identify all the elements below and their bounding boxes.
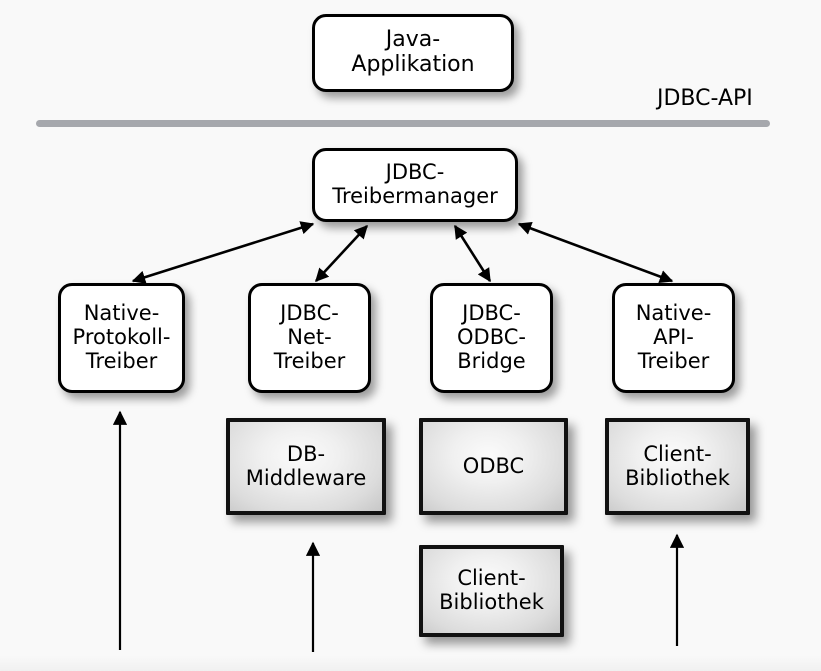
node-db-middleware: DB- Middleware: [226, 418, 386, 515]
node-odbc: ODBC: [419, 418, 568, 515]
jdbc-api-label: JDBC-API: [657, 86, 753, 111]
node-jdbc-net-treiber: JDBC- Net- Treiber: [248, 283, 371, 393]
node-jdbc-odbc-bridge: JDBC- ODBC- Bridge: [430, 283, 553, 393]
connector-manager-to-jdbc-odbc: [453, 224, 492, 283]
node-native-protokoll-treiber: Native- Protokoll- Treiber: [58, 283, 185, 393]
connector-manager-to-native-api: [517, 221, 674, 284]
node-jdbc-treibermanager: JDBC- Treibermanager: [312, 148, 518, 222]
bottom-shadow-band: [0, 655, 821, 671]
jdbc-api-divider-bar: [36, 120, 770, 127]
node-native-api-treiber: Native- API- Treiber: [612, 283, 735, 393]
connector-manager-to-native-protokoll: [131, 221, 315, 284]
node-client-bibliothek-center: Client- Bibliothek: [419, 545, 564, 637]
connector-manager-to-jdbc-net: [315, 225, 368, 282]
node-java-applikation: Java- Applikation: [312, 14, 514, 92]
node-client-bibliothek-right: Client- Bibliothek: [605, 418, 750, 515]
